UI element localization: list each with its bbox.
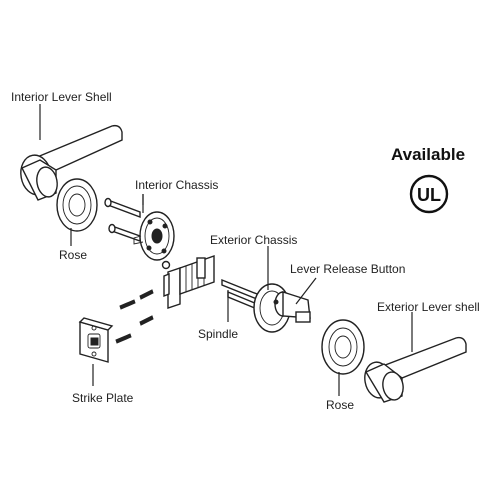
label-exterior-chassis: Exterior Chassis	[210, 233, 298, 247]
interior-chassis-screws	[104, 197, 141, 242]
interior-lever-shell-part	[20, 124, 123, 201]
label-rose-right: Rose	[326, 398, 355, 412]
exterior-chassis-part	[253, 283, 311, 333]
exterior-lever-shell-part	[364, 336, 467, 403]
label-spindle: Spindle	[198, 327, 239, 341]
ul-logo-icon: UL	[409, 174, 449, 214]
rose-left-part	[56, 178, 98, 232]
label-lever-release-button: Lever Release Button	[290, 262, 406, 276]
available-heading: Available	[391, 145, 466, 164]
strike-plate-part	[78, 317, 114, 363]
label-exterior-lever-shell: Exterior Lever shell	[377, 300, 480, 314]
label-rose-left: Rose	[59, 248, 88, 262]
label-interior-lever-shell: Interior Lever Shell	[11, 90, 112, 104]
ul-mark-text: UL	[417, 185, 441, 205]
latch-part	[163, 255, 215, 309]
label-strike-plate: Strike Plate	[72, 391, 134, 405]
leader-lever-release-button	[295, 277, 317, 305]
strike-plate-screws	[115, 289, 154, 344]
rose-right-part	[321, 319, 365, 375]
label-interior-chassis: Interior Chassis	[135, 178, 219, 192]
interior-chassis-part	[133, 194, 175, 270]
